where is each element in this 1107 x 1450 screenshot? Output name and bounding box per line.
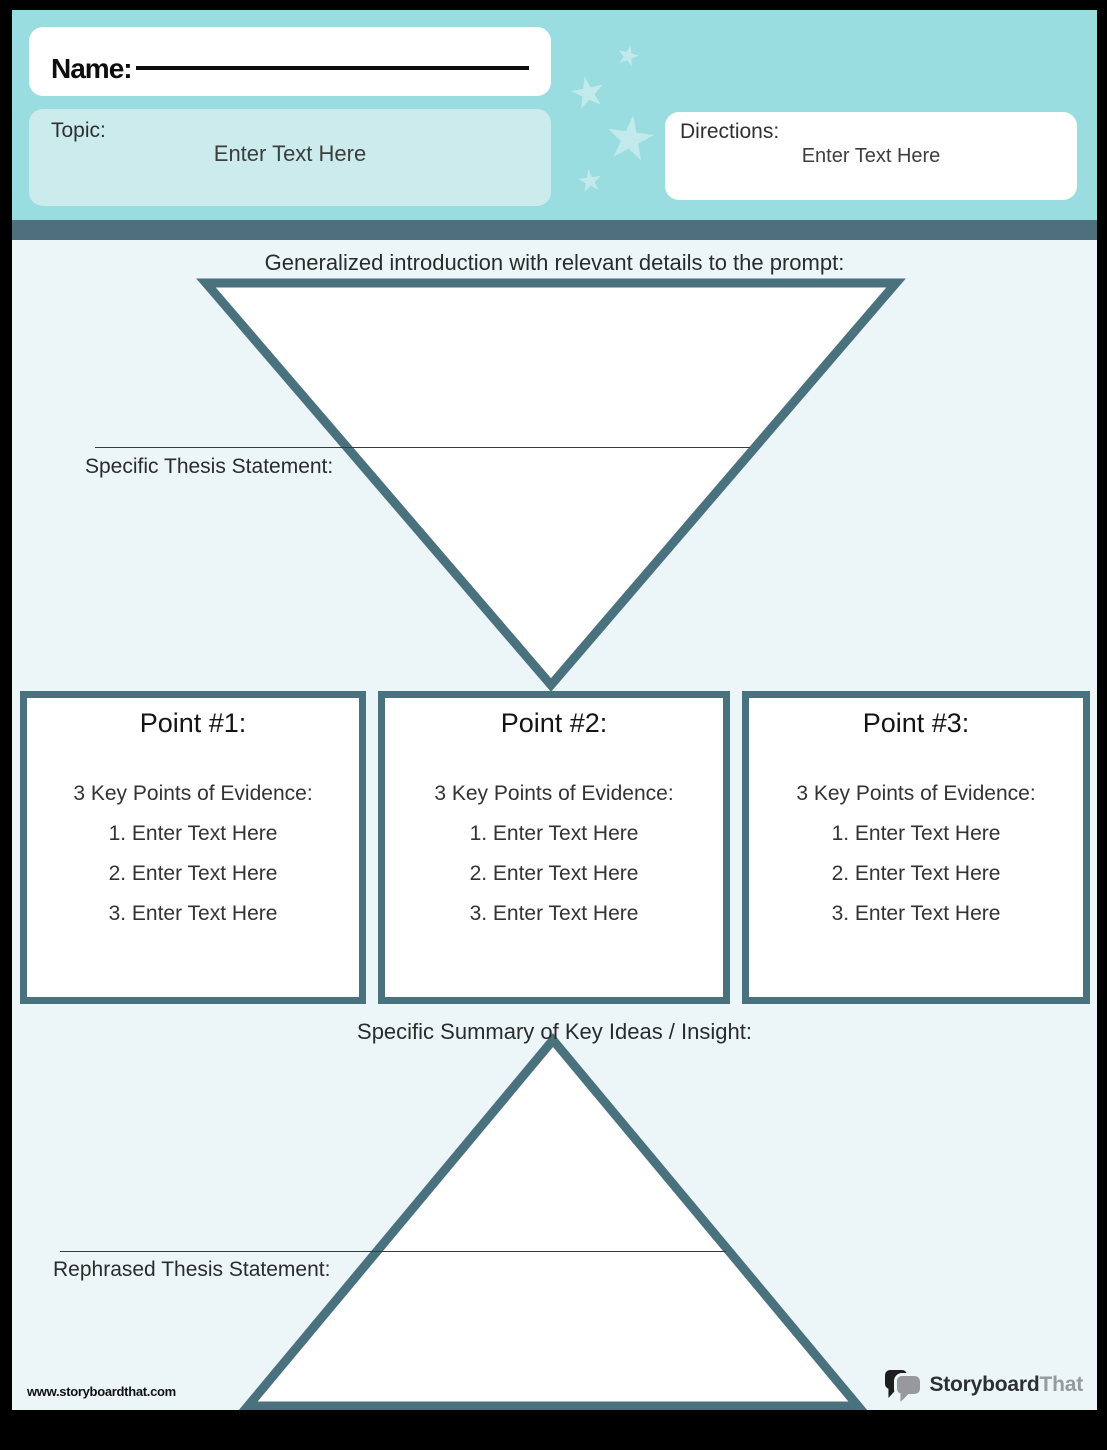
evidence-label: 3 Key Points of Evidence: (796, 782, 1036, 805)
evidence-item-placeholder[interactable]: 1. Enter Text Here (831, 822, 1001, 845)
footer-url: www.storyboardthat.com (27, 1384, 176, 1399)
thesis-label: Specific Thesis Statement: (85, 455, 334, 478)
star-icon (568, 73, 608, 113)
point-3-box[interactable]: Point #3: 3 Key Points of Evidence: 1. E… (742, 691, 1090, 1004)
speech-bubbles-icon (885, 1368, 924, 1402)
name-field[interactable]: Name: (29, 27, 551, 96)
name-label: Name: (51, 52, 133, 84)
inverted-triangle-intro-area[interactable] (196, 277, 906, 692)
evidence-label: 3 Key Points of Evidence: (73, 782, 313, 805)
thesis-writing-line (95, 447, 750, 448)
directions-field[interactable]: Directions: Enter Text Here (665, 112, 1077, 200)
evidence-label: 3 Key Points of Evidence: (434, 782, 674, 805)
star-icon (615, 43, 642, 70)
rephrased-label: Rephrased Thesis Statement: (53, 1258, 331, 1281)
evidence-item-placeholder[interactable]: 3. Enter Text Here (108, 902, 278, 925)
point-title: Point #2: (500, 708, 608, 738)
intro-label: Generalized introduction with relevant d… (264, 250, 845, 275)
directions-placeholder[interactable]: Enter Text Here (801, 145, 941, 167)
evidence-item-placeholder[interactable]: 1. Enter Text Here (108, 822, 278, 845)
star-icon (576, 167, 603, 194)
point-title: Point #3: (862, 708, 970, 738)
evidence-item-placeholder[interactable]: 3. Enter Text Here (469, 902, 639, 925)
topic-field[interactable]: Topic: Enter Text Here (29, 109, 551, 206)
evidence-item-placeholder[interactable]: 2. Enter Text Here (831, 862, 1001, 885)
point-1-box[interactable]: Point #1: 3 Key Points of Evidence: 1. E… (20, 691, 366, 1004)
storyboardthat-logo: StoryboardThat (885, 1368, 1083, 1402)
summary-label: Specific Summary of Key Ideas / Insight: (357, 1019, 752, 1044)
header-divider-bar (12, 220, 1097, 240)
evidence-item-placeholder[interactable]: 3. Enter Text Here (831, 902, 1001, 925)
rephrased-writing-line (60, 1251, 726, 1252)
evidence-item-placeholder[interactable]: 1. Enter Text Here (469, 822, 639, 845)
star-icon (603, 112, 657, 166)
point-2-box[interactable]: Point #2: 3 Key Points of Evidence: 1. E… (378, 691, 730, 1004)
logo-text: StoryboardThat (929, 1373, 1083, 1396)
point-title: Point #1: (139, 708, 247, 738)
header: Name: Topic: Enter Text Here Directions:… (12, 10, 1097, 220)
topic-label: Topic: (51, 119, 106, 142)
topic-placeholder[interactable]: Enter Text Here (213, 141, 367, 166)
evidence-item-placeholder[interactable]: 2. Enter Text Here (108, 862, 278, 885)
worksheet-page: Name: Topic: Enter Text Here Directions:… (12, 10, 1097, 1410)
name-underline (135, 65, 529, 70)
upright-triangle-conclusion-area[interactable] (238, 1032, 868, 1410)
directions-label: Directions: (680, 120, 780, 143)
evidence-item-placeholder[interactable]: 2. Enter Text Here (469, 862, 639, 885)
